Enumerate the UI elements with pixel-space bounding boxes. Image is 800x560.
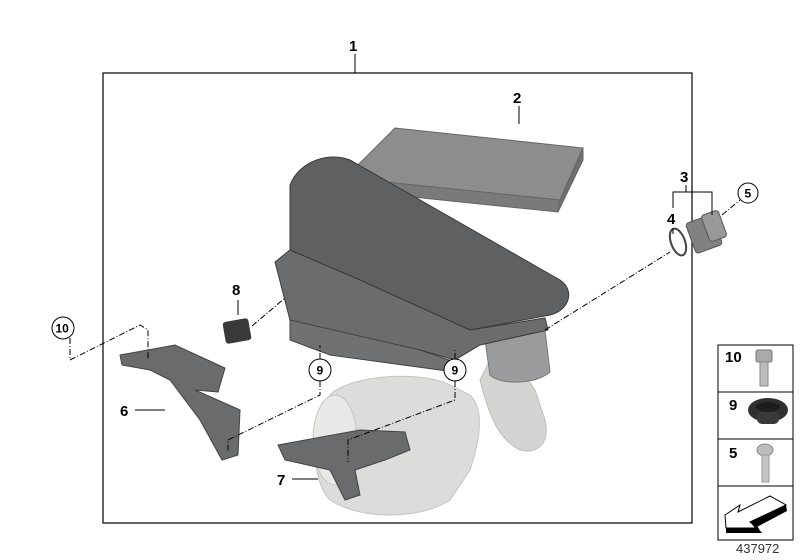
direction-arrow-icon (724, 495, 788, 533)
small-parts-legend: 10 9 5 (717, 344, 794, 541)
legend-row-grommet: 9 (729, 397, 788, 424)
assembly-frame (102, 72, 693, 524)
callout-1[interactable]: 1 (349, 38, 357, 55)
callout-2[interactable]: 2 (513, 90, 521, 107)
callout-8[interactable]: 8 (232, 282, 240, 299)
callout-9-left[interactable]: 9 (317, 364, 324, 378)
torx-screw-icon (756, 443, 774, 483)
diagram-number: 437972 (736, 541, 779, 556)
legend-number-9: 9 (729, 397, 737, 414)
callout-4[interactable]: 4 (667, 211, 676, 228)
leader-sensor (544, 251, 671, 331)
callout-7[interactable]: 7 (277, 472, 285, 489)
bracket-7 (277, 429, 411, 501)
callout-10[interactable]: 10 (56, 322, 70, 336)
hex-bolt-icon (755, 349, 773, 387)
legend-row-screw: 5 (729, 443, 774, 483)
cap-part (222, 318, 252, 344)
callout-5[interactable]: 5 (745, 187, 752, 201)
legend-number-10: 10 (725, 349, 742, 366)
grommet-icon (748, 398, 788, 424)
callout-10-circle (51, 316, 75, 340)
legend-number-5: 5 (729, 445, 737, 462)
callout-9-right[interactable]: 9 (452, 364, 459, 378)
legend-row-bolt: 10 (725, 349, 773, 387)
o-ring (668, 227, 688, 257)
callout-6[interactable]: 6 (120, 403, 128, 420)
bracket-leader-3 (672, 191, 713, 215)
callout-3[interactable]: 3 (680, 169, 688, 186)
air-filter-housing (274, 156, 570, 373)
callout-5-circle (737, 182, 759, 204)
bracket-6 (119, 344, 241, 461)
air-mass-sensor (668, 210, 727, 257)
